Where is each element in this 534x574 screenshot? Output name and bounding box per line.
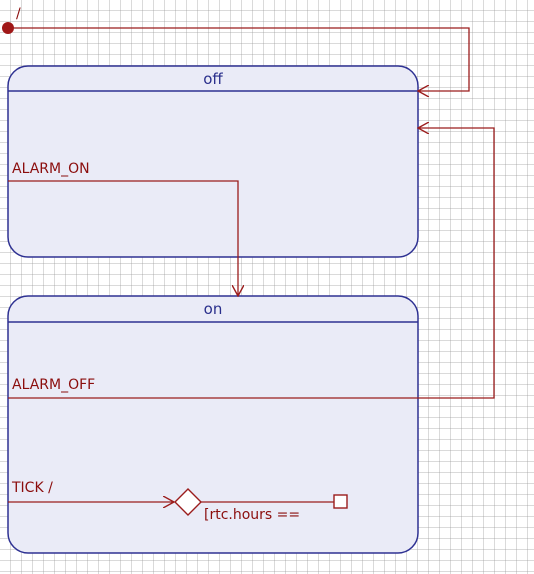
guard-label: [rtc.hours == [204,507,300,523]
transition-tick[interactable]: TICK / [rtc.hours == [8,480,348,523]
junction-box[interactable] [333,494,348,509]
state-on[interactable]: on [7,295,419,554]
transition-alarm-off-label: ALARM_OFF [12,377,95,393]
transition-tick-label: TICK / [11,480,53,496]
initial-transition[interactable]: / [2,6,470,91]
state-on-name: on [204,300,223,318]
state-off[interactable]: off [7,65,419,258]
initial-transition-label: / [16,6,21,22]
initial-node [2,22,14,34]
transition-alarm-on[interactable]: ALARM_ON [8,161,238,296]
choice-node[interactable] [174,488,202,516]
transition-alarm-on-label: ALARM_ON [12,161,90,177]
transition-alarm-off[interactable]: ALARM_OFF [8,128,495,399]
state-off-name: off [203,70,223,88]
